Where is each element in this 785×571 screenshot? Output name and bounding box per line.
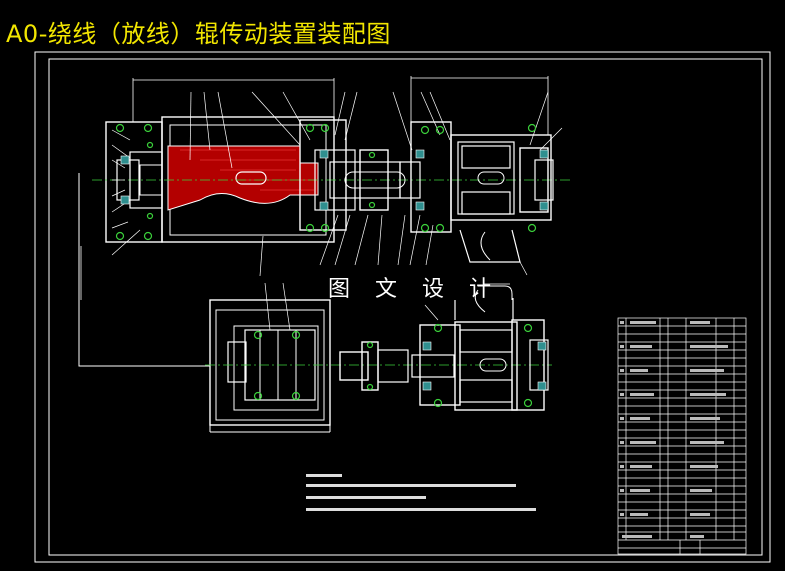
inner-frame: [48, 58, 763, 556]
outer-frame: [34, 51, 771, 563]
bottom-motor-assembly: [205, 282, 552, 433]
watermark-text: 图 文 设 计: [328, 277, 500, 302]
parts-list-cell-marks: [620, 321, 728, 538]
parts-list-table: [617, 317, 747, 555]
frame-connector: [78, 173, 210, 367]
parts-list-rows: [618, 325, 746, 541]
drawing-title: A0-绕线（放线）辊传动装置装配图: [6, 20, 391, 48]
watermark-callout: [478, 285, 513, 300]
top-roller-assembly: [92, 76, 572, 277]
roller-section: [167, 145, 319, 211]
technical-notes: [306, 474, 536, 511]
